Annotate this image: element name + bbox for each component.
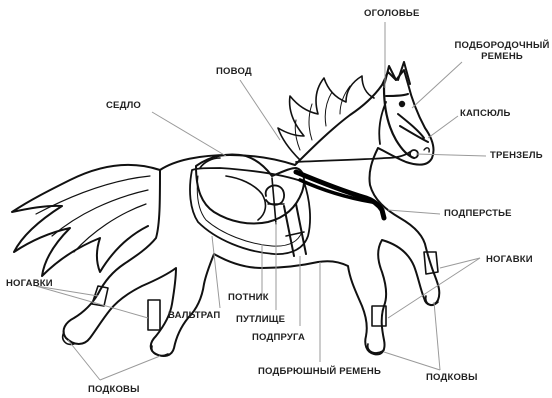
hoof-hind-right bbox=[152, 346, 168, 356]
bridle-noseband bbox=[398, 114, 428, 142]
label-povod: ПОВОД bbox=[216, 66, 252, 77]
horse-tail bbox=[12, 165, 160, 276]
mane-strands bbox=[295, 86, 350, 150]
label-podborodochny-line1: ПОДБОРОДОЧНЫЙ bbox=[454, 40, 550, 51]
label-podbryushny-remen: ПОДБРЮШНЫЙ РЕМЕНЬ bbox=[258, 366, 381, 377]
leader-nogavki-right-a bbox=[440, 258, 480, 268]
label-nogavki-left: НОГАВКИ bbox=[6, 278, 53, 289]
leader-lines bbox=[36, 22, 486, 380]
label-podperstye: ПОДПЕРСТЬЕ bbox=[444, 208, 512, 219]
saddle-cantle bbox=[200, 158, 220, 168]
hoof-front-left bbox=[368, 344, 384, 353]
hoof-front-right bbox=[426, 296, 438, 305]
label-podborodochny-remen: ПОДБОРОДОЧНЫЙ РЕМЕНЬ bbox=[454, 40, 550, 62]
leader-podkovy-left-a bbox=[68, 340, 100, 380]
horse-nostril bbox=[424, 148, 429, 152]
breastplate-strap-2 bbox=[300, 180, 372, 202]
leader-podkovy-left-b bbox=[100, 356, 160, 380]
label-nogavki-right: НОГАВКИ bbox=[486, 254, 533, 265]
leader-podkovy-right-a bbox=[434, 302, 440, 370]
leader-nogavki-left-b bbox=[36, 286, 148, 318]
leader-podperstye bbox=[388, 210, 440, 214]
bridle-browband bbox=[386, 94, 408, 96]
label-trenzel: ТРЕНЗЕЛЬ bbox=[490, 150, 543, 161]
leader-nogavki-right-b bbox=[388, 258, 480, 318]
horse-mane bbox=[278, 76, 374, 160]
label-podborodochny-line2: РЕМЕНЬ bbox=[454, 51, 550, 62]
reins bbox=[296, 152, 410, 162]
leader-podborodochny bbox=[412, 62, 462, 108]
saddle-flap bbox=[226, 176, 265, 220]
saddle-seat bbox=[196, 154, 304, 223]
leader-povod bbox=[240, 80, 280, 140]
label-valtrap: ВАЛЬТРАП bbox=[168, 310, 220, 321]
label-potnik: ПОТНИК bbox=[228, 292, 269, 303]
label-kapsyul: КАПСЮЛЬ bbox=[460, 108, 511, 119]
label-podkovy-left: ПОДКОВЫ bbox=[88, 384, 140, 395]
boot-hind-right bbox=[148, 300, 160, 330]
horse-eye bbox=[400, 102, 404, 106]
leader-sedlo bbox=[152, 112, 226, 156]
stirrup bbox=[266, 185, 284, 204]
label-putlishche: ПУТЛИЩЕ bbox=[236, 314, 285, 325]
saddle-pad bbox=[190, 168, 310, 254]
leader-valtrap bbox=[212, 236, 220, 308]
label-podkovy-right: ПОДКОВЫ bbox=[426, 372, 478, 383]
label-podpruga: ПОДПРУГА bbox=[252, 332, 305, 343]
leader-trenzel bbox=[416, 154, 486, 156]
leader-kapsyul bbox=[428, 116, 458, 138]
label-ogolovye: ОГОЛОВЬЕ bbox=[364, 8, 419, 19]
leader-podkovy-right-b bbox=[384, 352, 440, 370]
label-sedlo: СЕДЛО bbox=[106, 100, 141, 111]
